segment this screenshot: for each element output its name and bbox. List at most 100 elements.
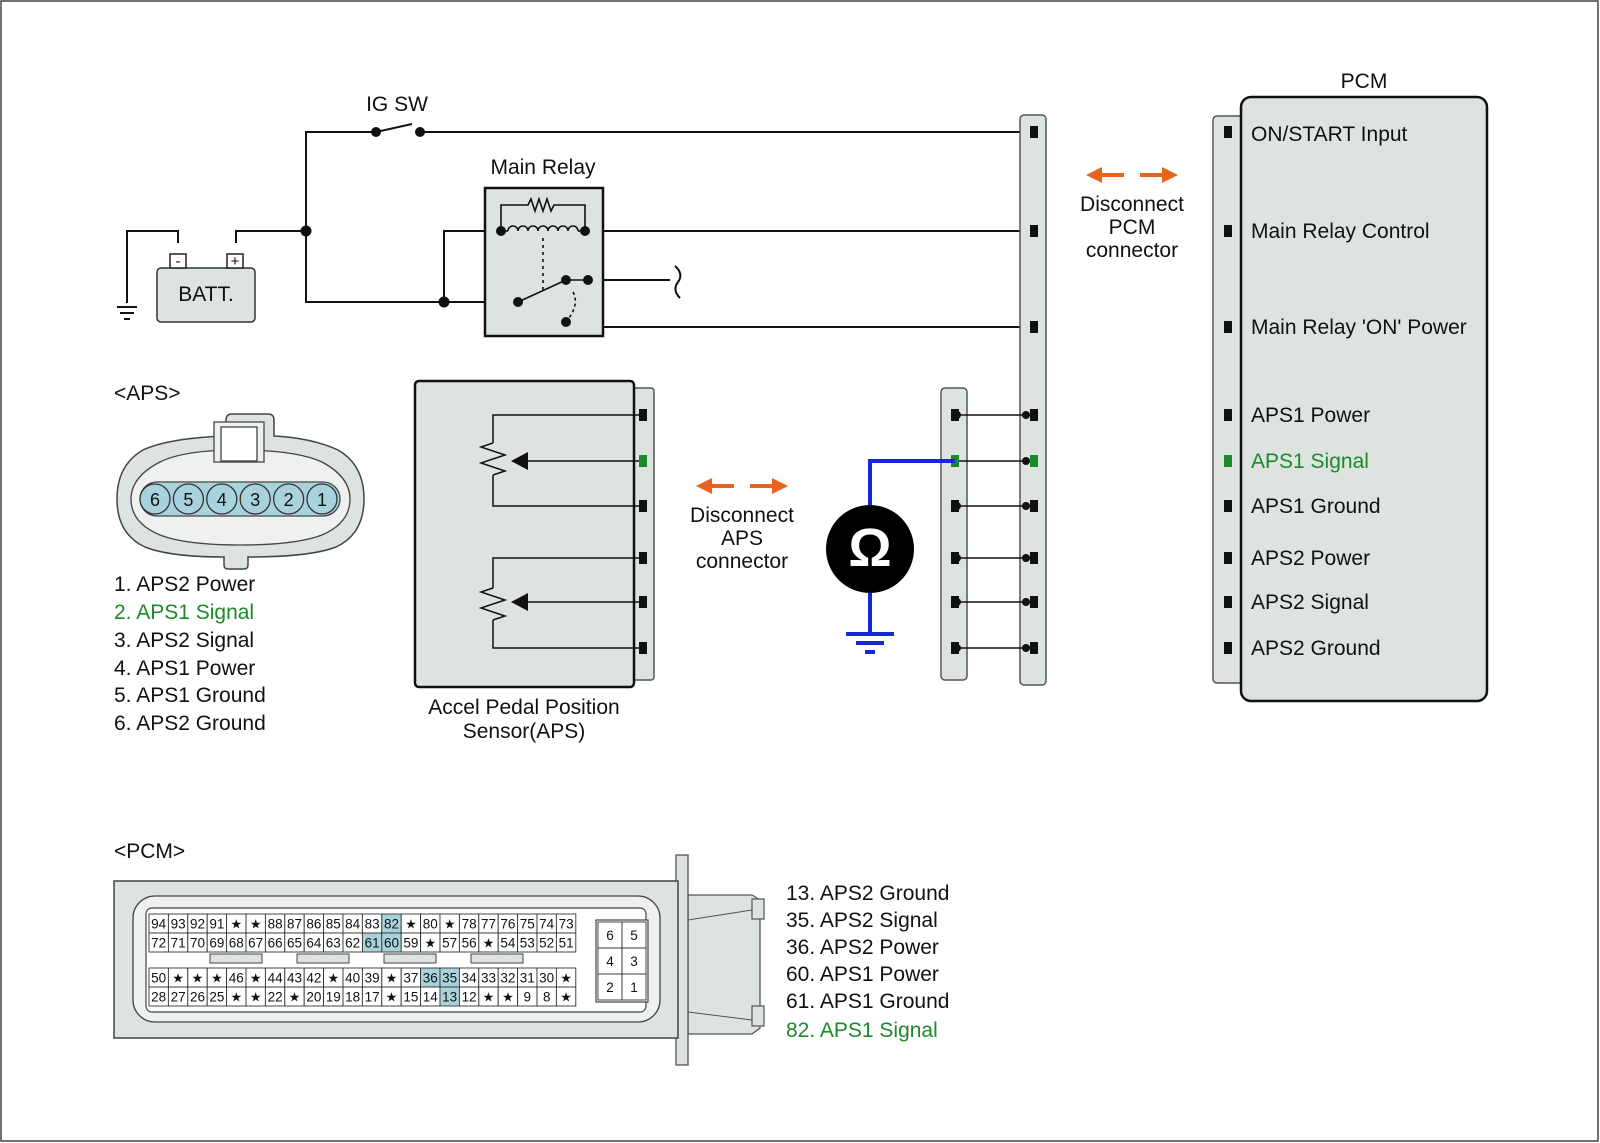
pcm-pin-number: 85 (326, 917, 341, 932)
pcm-legend-item: 36. APS2 Power (786, 936, 939, 959)
ig-switch-blade (375, 123, 413, 133)
pcm-pin-number: ★ (192, 971, 204, 986)
pcm-pin-number: 61 (365, 936, 380, 951)
pcm-pin-number: 25 (209, 990, 224, 1005)
aps-pin-label: 1 (317, 490, 327, 510)
pcm-pin-number: 46 (229, 971, 244, 986)
aps-sensor-pins (639, 409, 647, 654)
pcm-connector-title: <PCM> (114, 840, 185, 863)
pcm-pin-number: ★ (289, 990, 301, 1005)
wire-dot (1022, 644, 1030, 652)
pcm-pin-number: ★ (560, 971, 572, 986)
disconnect-pcm-arrows (1086, 167, 1178, 183)
aps-sensor-label: Sensor(APS) (463, 720, 586, 743)
disconnect-aps-text: APS (721, 527, 763, 550)
pcm-pin-number: 64 (306, 936, 322, 951)
relay-node (513, 297, 523, 307)
pcm-pin-number: ★ (211, 971, 223, 986)
pin (1224, 409, 1232, 421)
pcm-pin-number: 74 (539, 917, 555, 932)
arrow-left-icon (696, 478, 712, 494)
pcm-pin-number: 94 (151, 917, 167, 932)
pcm-pin-number: 17 (365, 990, 380, 1005)
battery-pos-terminal (226, 253, 244, 269)
pcm-small-pin-cell (621, 973, 647, 1001)
aps-legend-item-highlighted: 2. APS1 Signal (114, 601, 254, 624)
pcm-pin-number: ★ (560, 990, 572, 1005)
pcm-pin-number: 70 (190, 936, 205, 951)
pcm-pin-number: 39 (365, 971, 380, 986)
aps-sensor-label: Accel Pedal Position (428, 696, 619, 719)
pcm-pin-number: 33 (481, 971, 496, 986)
pin (951, 642, 959, 654)
aps-harness-connector (940, 387, 968, 681)
disconnect-pcm-text: PCM (1109, 216, 1156, 239)
battery: - + BATT. (156, 253, 256, 323)
pin (1224, 225, 1232, 237)
pcm-pin-number: 83 (365, 917, 380, 932)
pcm-pin-number: 86 (306, 917, 321, 932)
aps1-ground-trace (492, 475, 640, 507)
pcm-pin-number: 34 (462, 971, 478, 986)
wire-dot (1022, 598, 1030, 606)
aps-connector-latch-window (220, 426, 258, 462)
pcm-terminal-label-highlighted: APS1 Signal (1251, 450, 1369, 473)
aps2-wiper-arrow-icon (511, 593, 528, 611)
aps-legend-item: 4. APS1 Power (114, 657, 255, 680)
pcm-pin-number: 27 (171, 990, 186, 1005)
battery-neg-terminal (169, 253, 187, 269)
ig-switch-label: IG SW (366, 93, 428, 116)
wire-dot (1022, 554, 1030, 562)
pcm-pin-number: 73 (559, 917, 574, 932)
switch-contact-dot (415, 127, 425, 137)
ohmmeter-icon (826, 505, 914, 593)
relay-contact-arc (565, 291, 577, 323)
battery-negative-wire (126, 230, 179, 303)
pcm-pin-number: ★ (230, 917, 242, 932)
pcm-small-pin-cell (621, 947, 647, 975)
aps2-potentiometer (478, 587, 508, 621)
pcm-pin-number: 69 (209, 936, 224, 951)
pcm-harness-connector (1019, 114, 1047, 686)
disconnect-pcm-text: Disconnect (1080, 193, 1184, 216)
battery-pos-symbol: + (231, 253, 240, 270)
pcm-pin-number: 80 (423, 917, 438, 932)
pcm-pin-number: 30 (539, 971, 554, 986)
pin (951, 409, 959, 421)
wire-dot (1022, 411, 1030, 419)
key-slot (209, 953, 263, 964)
pcm-legend-item-highlighted: 82. APS1 Signal (786, 1019, 938, 1042)
pin (639, 596, 647, 608)
pcm-pin-number: 91 (209, 917, 224, 932)
battery-neg-symbol: - (176, 253, 181, 270)
relay-on-power-wire (587, 280, 1034, 328)
pin-highlighted (639, 455, 647, 467)
pcm-pin-number: 9 (524, 990, 532, 1005)
pin (639, 552, 647, 564)
pcm-pin-number: 50 (151, 971, 166, 986)
aps-legend-item: 6. APS2 Ground (114, 712, 266, 735)
plug-line (687, 1011, 753, 1021)
pcm-small-pin-number: 6 (606, 928, 614, 943)
pcm-pin-number: 51 (559, 936, 574, 951)
ig-feed-wire (305, 131, 376, 231)
main-relay-label: Main Relay (490, 156, 596, 179)
pcm-pin-number: 71 (171, 936, 186, 951)
disconnect-aps-text: connector (696, 550, 788, 573)
relay-coil (507, 225, 579, 232)
relay-resistor (500, 196, 586, 231)
pcm-pin-number: ★ (502, 990, 514, 1005)
pcm-pin-number: ★ (250, 990, 262, 1005)
pcm-pin-number: ★ (230, 990, 242, 1005)
pcm-pin-number: 15 (403, 990, 418, 1005)
pcm-pin-number: 44 (268, 971, 284, 986)
pcm-pin-number: 60 (384, 936, 399, 951)
pcm-pin-number: 53 (520, 936, 535, 951)
aps1-wiper-arrow-icon (511, 452, 528, 470)
pin (1030, 642, 1038, 654)
pcm-pin-number: 19 (326, 990, 341, 1005)
pcm-pin-number: 8 (543, 990, 551, 1005)
pcm-pin-number: 78 (462, 917, 477, 932)
